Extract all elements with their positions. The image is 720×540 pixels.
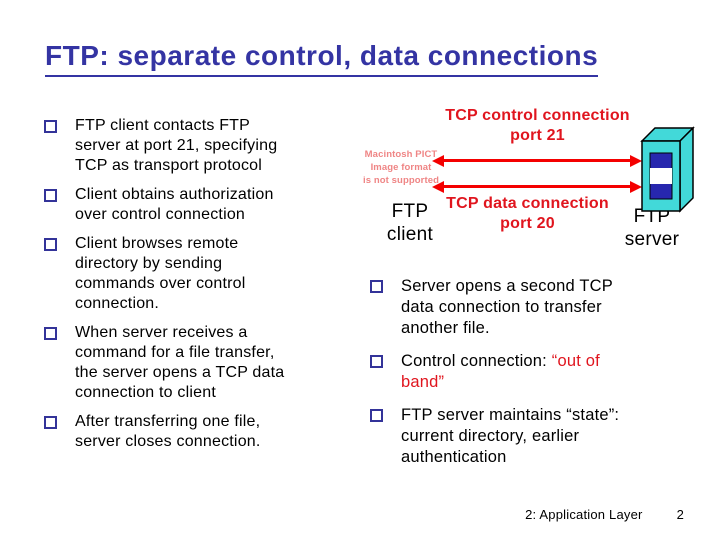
slide-footer: 2: Application Layer 2 bbox=[0, 507, 684, 522]
square-outline-bullet-icon bbox=[44, 416, 57, 429]
square-outline-bullet-icon bbox=[44, 120, 57, 133]
control-connection-port: port 21 bbox=[510, 127, 565, 144]
footer-page-number: 2 bbox=[676, 507, 684, 522]
footer-section-label: 2: Application Layer bbox=[525, 507, 643, 522]
square-outline-bullet-icon bbox=[44, 238, 57, 251]
data-connection-arrow-icon bbox=[432, 180, 642, 193]
list-item: After transferring one file,server close… bbox=[44, 412, 356, 452]
pict-note-line1: Macintosh PICT bbox=[364, 149, 438, 160]
tcp-data-connection-label: TCP data connection port 20 bbox=[425, 194, 630, 234]
data-connection-line1: TCP data connection bbox=[446, 195, 609, 212]
square-outline-bullet-icon bbox=[370, 280, 383, 293]
ftp-server-line2: server bbox=[624, 229, 680, 250]
square-outline-bullet-icon bbox=[44, 189, 57, 202]
list-item: FTP server maintains “state”:current dir… bbox=[370, 405, 700, 468]
square-outline-bullet-icon bbox=[370, 355, 383, 368]
slide-title: FTP: separate control, data connections bbox=[45, 40, 599, 77]
list-item-text: After transferring one file,server close… bbox=[75, 413, 261, 450]
tcp-control-connection-label: TCP control connection port 21 bbox=[430, 106, 645, 146]
control-connection-line1: TCP control connection bbox=[445, 107, 630, 124]
ftp-client-line1: FTP bbox=[391, 201, 429, 222]
pict-note-line2: Image format bbox=[370, 162, 432, 173]
square-outline-bullet-icon bbox=[370, 409, 383, 422]
control-connection-arrow-icon bbox=[432, 154, 642, 167]
ftp-client-line2: client bbox=[386, 224, 434, 245]
data-connection-port: port 20 bbox=[500, 215, 555, 232]
pict-placeholder-note: Macintosh PICT Image format is not suppo… bbox=[354, 148, 448, 187]
pict-note-line3: is not supported bbox=[362, 175, 439, 186]
list-item-text: FTP server maintains “state”:current dir… bbox=[401, 406, 620, 466]
ftp-client-label: FTP client bbox=[375, 200, 445, 246]
server-tower-icon bbox=[640, 126, 695, 213]
square-outline-bullet-icon bbox=[44, 327, 57, 340]
